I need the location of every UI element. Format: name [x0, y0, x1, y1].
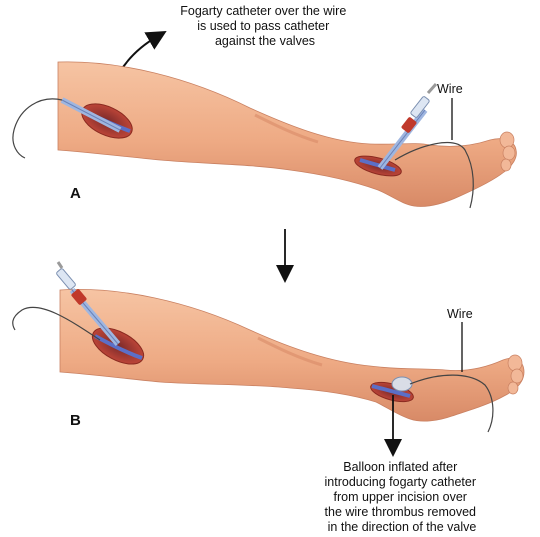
panel-b-wire-right — [409, 374, 494, 433]
balloon — [391, 376, 413, 392]
panel-b-toes — [507, 354, 524, 395]
panel-a: Fogarty catheter over the wire is used t… — [12, 4, 517, 209]
panel-a-leg — [57, 61, 517, 207]
panel-b-wire-left — [12, 306, 101, 341]
panel-b: Wire Balloon inflated after introducing … — [12, 261, 525, 534]
panel-b-upper-incision — [56, 261, 145, 365]
panel-a-callout-line-2: is used to pass catheter — [197, 19, 329, 33]
panel-a-knee-shading — [254, 113, 319, 144]
panel-a-toes — [499, 131, 516, 172]
panel-b-callout-line-4: the wire thrombus removed — [325, 505, 477, 519]
panel-b-callout-line-2: introducing fogarty catheter — [325, 475, 476, 489]
panel-b-callout-line-1: Balloon inflated after — [343, 460, 457, 474]
panel-a-wire-label: Wire — [437, 82, 463, 96]
panel-b-callout: Balloon inflated after introducing fogar… — [325, 460, 480, 534]
panel-a-callout: Fogarty catheter over the wire is used t… — [180, 4, 350, 48]
panel-b-callout-line-3: from upper incision over — [334, 490, 467, 504]
panel-a-upper-incision — [60, 97, 133, 139]
panel-a-label: A — [70, 185, 81, 202]
panel-b-callout-line-5: in the direction of the valve — [328, 520, 477, 534]
panel-b-knee-shading — [257, 336, 323, 367]
panel-b-wire-label: Wire — [447, 307, 473, 321]
panel-b-label: B — [70, 412, 81, 429]
panel-a-wire-left — [12, 98, 63, 159]
panel-b-lower-incision — [370, 376, 414, 403]
panel-a-wire-right — [394, 142, 474, 209]
panel-a-callout-line-1: Fogarty catheter over the wire — [180, 4, 346, 18]
panel-a-lower-incision — [354, 83, 438, 177]
panel-a-callout-line-3: against the valves — [215, 34, 315, 48]
